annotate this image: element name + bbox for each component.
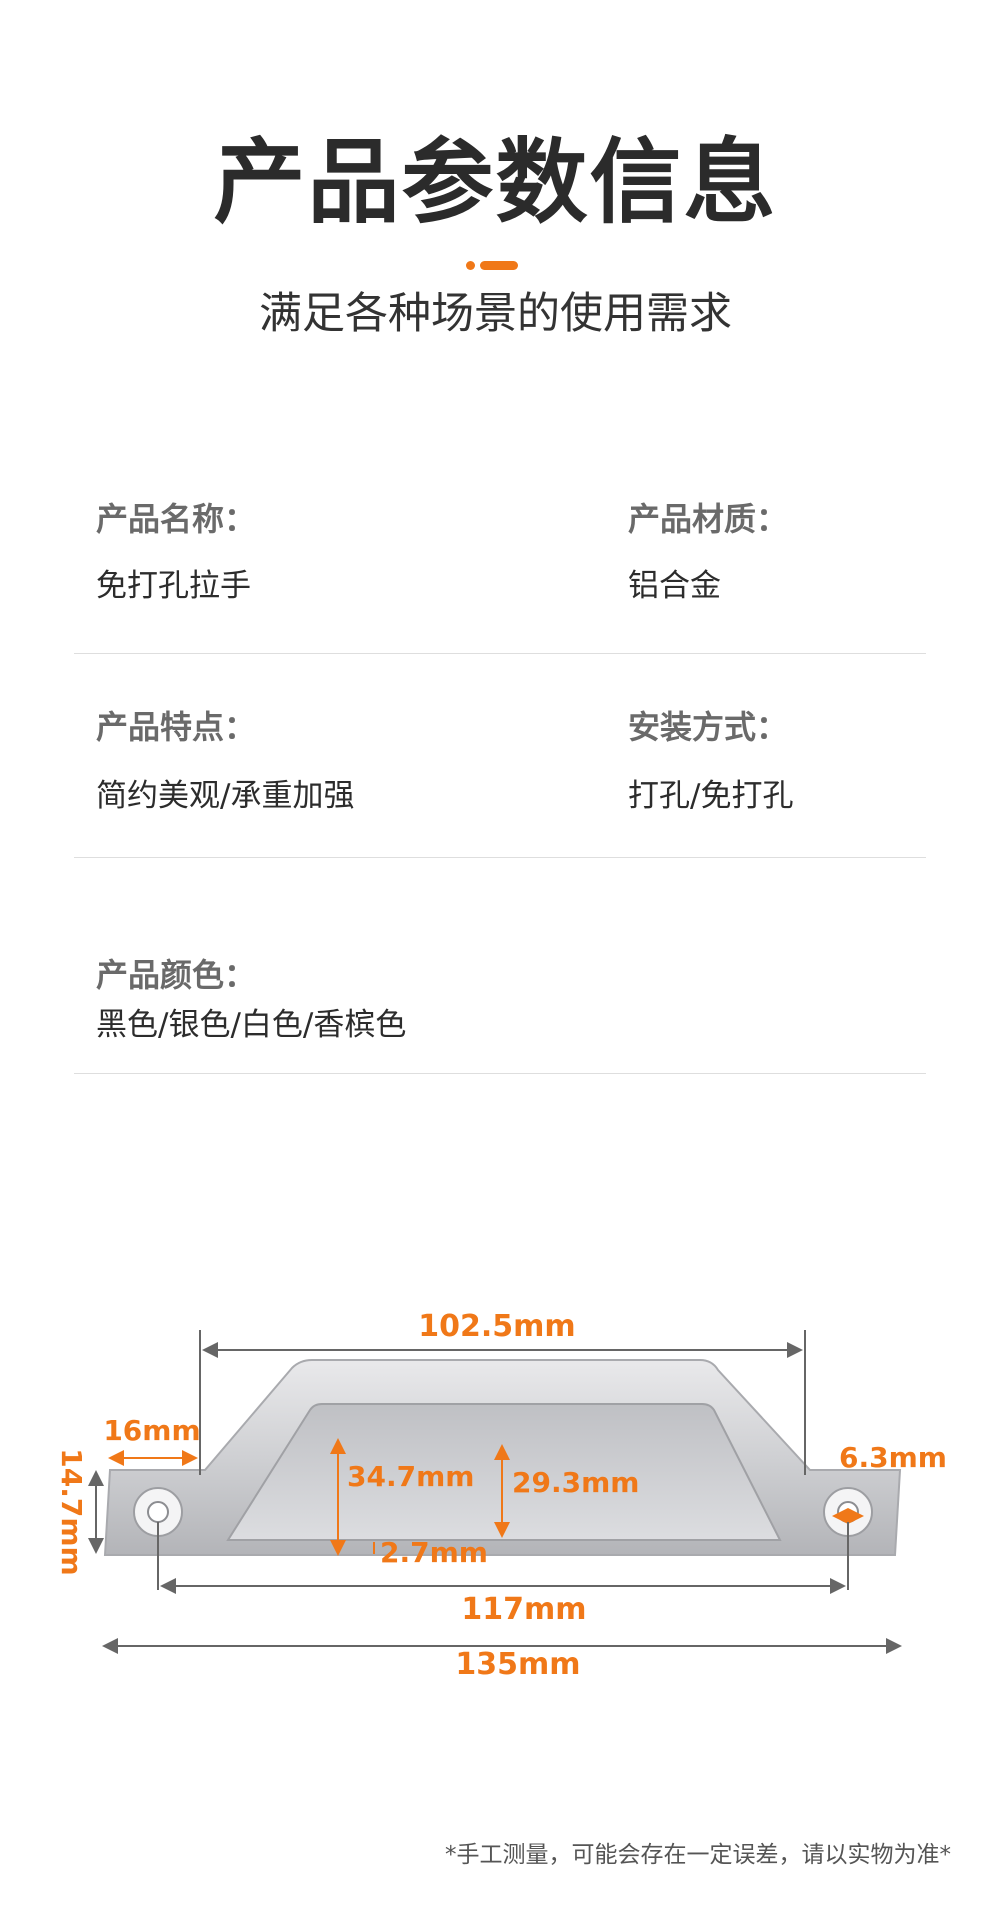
dim-plate-height: 14.7mm xyxy=(55,1448,88,1575)
title-accent-bar xyxy=(480,261,518,270)
dim-hole-diameter: 6.3mm xyxy=(839,1441,947,1474)
dim-end-span: 16mm xyxy=(103,1414,200,1447)
dim-inner-height: 29.3mm xyxy=(512,1466,639,1499)
spec-label-name: 产品名称： xyxy=(96,500,257,538)
page-subtitle: 满足各种场景的使用需求 xyxy=(259,289,732,339)
dim-thickness: 2.7mm xyxy=(380,1536,488,1569)
dim-top-span: 102.5mm xyxy=(418,1309,575,1344)
title-accent-dot xyxy=(466,261,475,270)
dim-outer-height: 34.7mm xyxy=(347,1460,474,1493)
spec-divider xyxy=(74,653,926,654)
spec-divider xyxy=(74,857,926,858)
spec-value-features: 简约美观/承重加强 xyxy=(96,778,355,814)
dim-total-length: 135mm xyxy=(455,1647,580,1682)
spec-value-material: 铝合金 xyxy=(628,568,721,604)
spec-value-color: 黑色/银色/白色/香槟色 xyxy=(96,1007,407,1043)
dim-hole-spacing: 117mm xyxy=(461,1592,586,1627)
spec-label-color: 产品颜色： xyxy=(96,956,257,994)
spec-divider xyxy=(74,1073,926,1074)
spec-label-install: 安装方式： xyxy=(628,708,789,746)
handle-dimension-diagram: 102.5mm 16mm 14.7mm 34.7mm 29.3mm 2.7mm … xyxy=(55,1309,947,1682)
spec-value-name: 免打孔拉手 xyxy=(96,568,251,604)
spec-label-material: 产品材质： xyxy=(628,500,789,538)
spec-value-install: 打孔/免打孔 xyxy=(628,778,794,814)
spec-label-features: 产品特点： xyxy=(96,708,257,746)
measurement-disclaimer: *手工测量，可能会存在一定误差，请以实物为准* xyxy=(445,1842,951,1868)
page-title: 产品参数信息 xyxy=(213,129,778,236)
